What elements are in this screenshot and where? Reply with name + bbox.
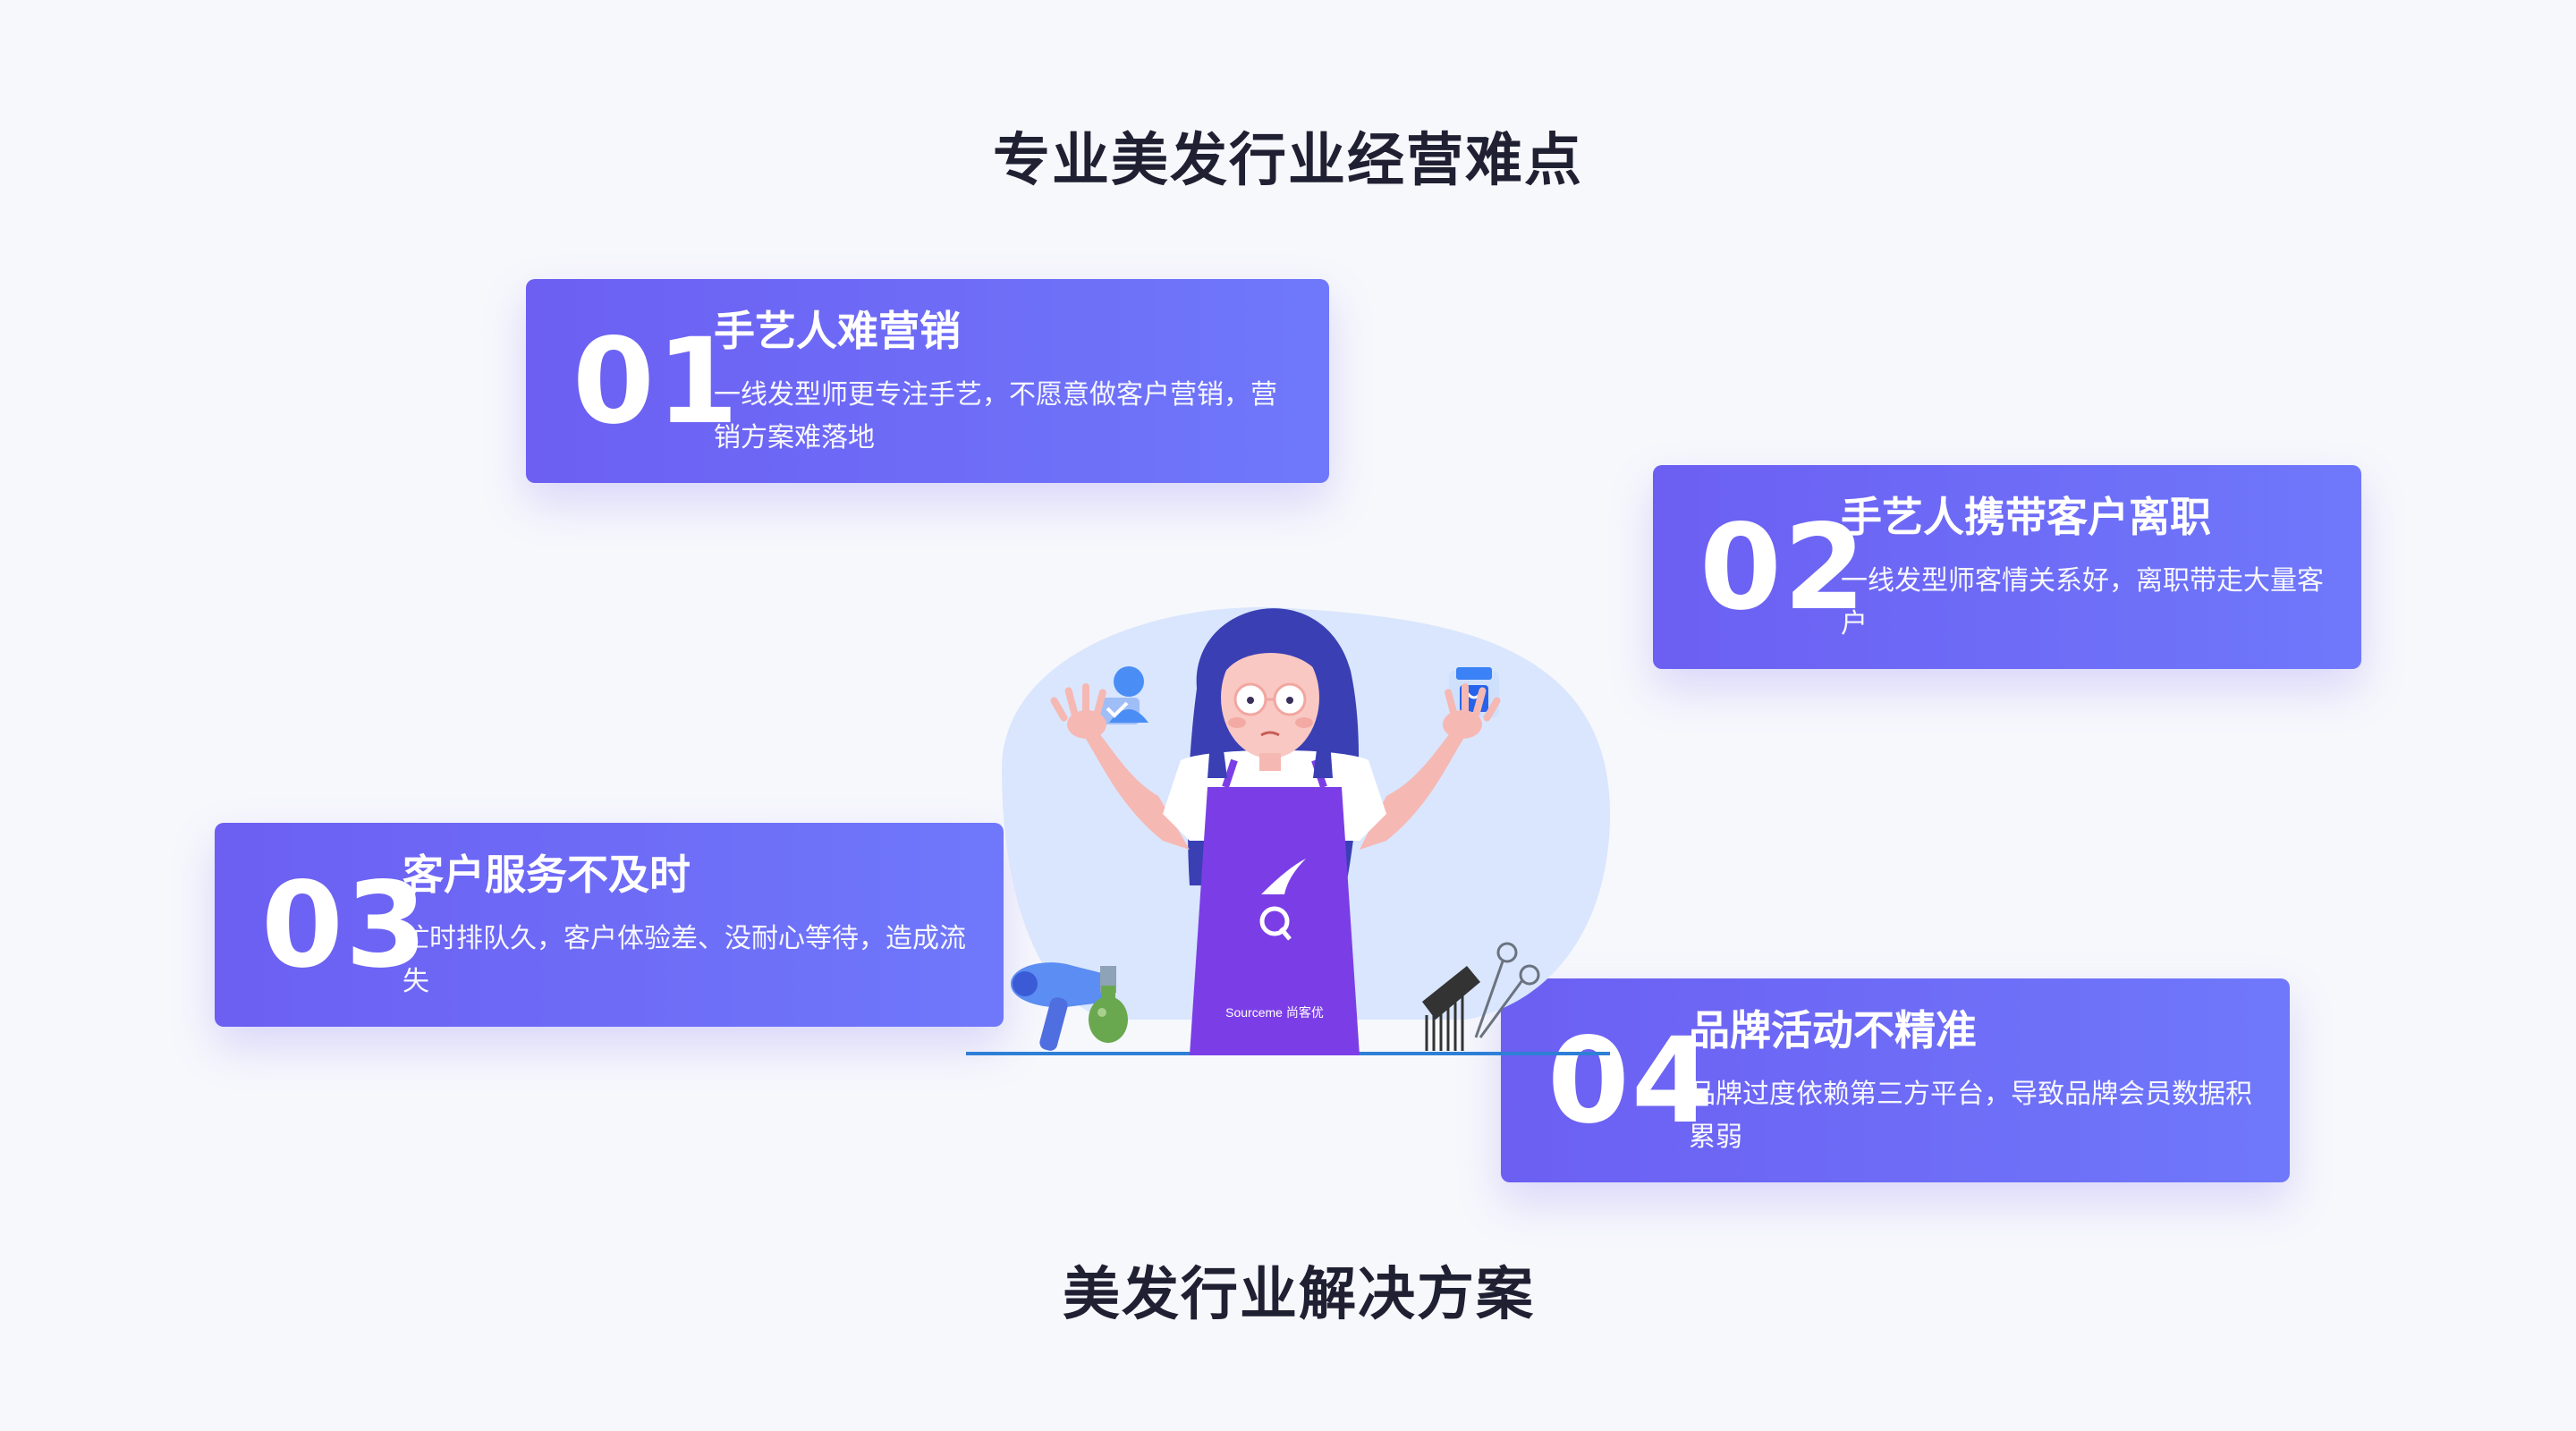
apron-logo-text: Sourceme 尚客优 <box>1225 1005 1324 1020</box>
glasses-icon <box>1233 682 1307 716</box>
spray-bottle-icon <box>1089 966 1128 1043</box>
page-title: 专业美发行业经营难点 <box>993 128 1583 194</box>
card-number: 03 <box>261 857 429 995</box>
card-description: 品牌过度依赖第三方平台，导致品牌会员数据积累弱 <box>1689 1079 2252 1153</box>
apron <box>1190 787 1360 1055</box>
pain-point-card-1: 01 手艺人难营销 一线发型师更专注手艺，不愿意做客户营销，营销方案难落地 <box>526 279 1329 483</box>
card-heading: 手艺人携带客户离职 <box>1841 493 2211 541</box>
pain-point-card-3: 03 客户服务不及时 忙时排队久，客户体验差、没耐心等待，造成流失 <box>215 823 1004 1027</box>
user-icon <box>1100 666 1148 724</box>
brand-logo-icon <box>1259 859 1306 941</box>
card-heading: 品牌活动不精准 <box>1689 1006 1977 1054</box>
card-number: 02 <box>1699 499 1868 637</box>
left-hand <box>1050 683 1106 739</box>
pain-point-card-4: 04 品牌活动不精准 品牌过度依赖第三方平台，导致品牌会员数据积累弱 <box>1501 978 2290 1182</box>
card-number: 04 <box>1547 1012 1716 1150</box>
right-arm <box>1360 724 1467 850</box>
card-heading: 客户服务不及时 <box>402 851 691 899</box>
pain-point-card-2: 02 手艺人携带客户离职 一线发型师客情关系好，离职带走大量客户 <box>1653 465 2361 669</box>
card-heading: 手艺人难营销 <box>714 307 961 355</box>
right-hand <box>1443 683 1501 739</box>
left-arm <box>1082 724 1190 850</box>
card-number: 01 <box>572 313 741 451</box>
hairdresser-illustration: Sourceme 尚客优 <box>966 606 1610 1055</box>
card-description: 忙时排队久，客户体验差、没耐心等待，造成流失 <box>402 923 966 997</box>
hair-fringe <box>1221 632 1322 680</box>
card-description: 一线发型师客情关系好，离职带走大量客户 <box>1841 565 2324 639</box>
hair-dryer-icon <box>1011 962 1109 1051</box>
solution-title: 美发行业解决方案 <box>1063 1262 1535 1328</box>
comb-icon <box>1422 966 1480 1051</box>
card-description: 一线发型师更专注手艺，不愿意做客户营销，营销方案难落地 <box>714 379 1277 453</box>
face <box>1221 637 1319 758</box>
scissors-icon <box>1474 942 1540 1038</box>
